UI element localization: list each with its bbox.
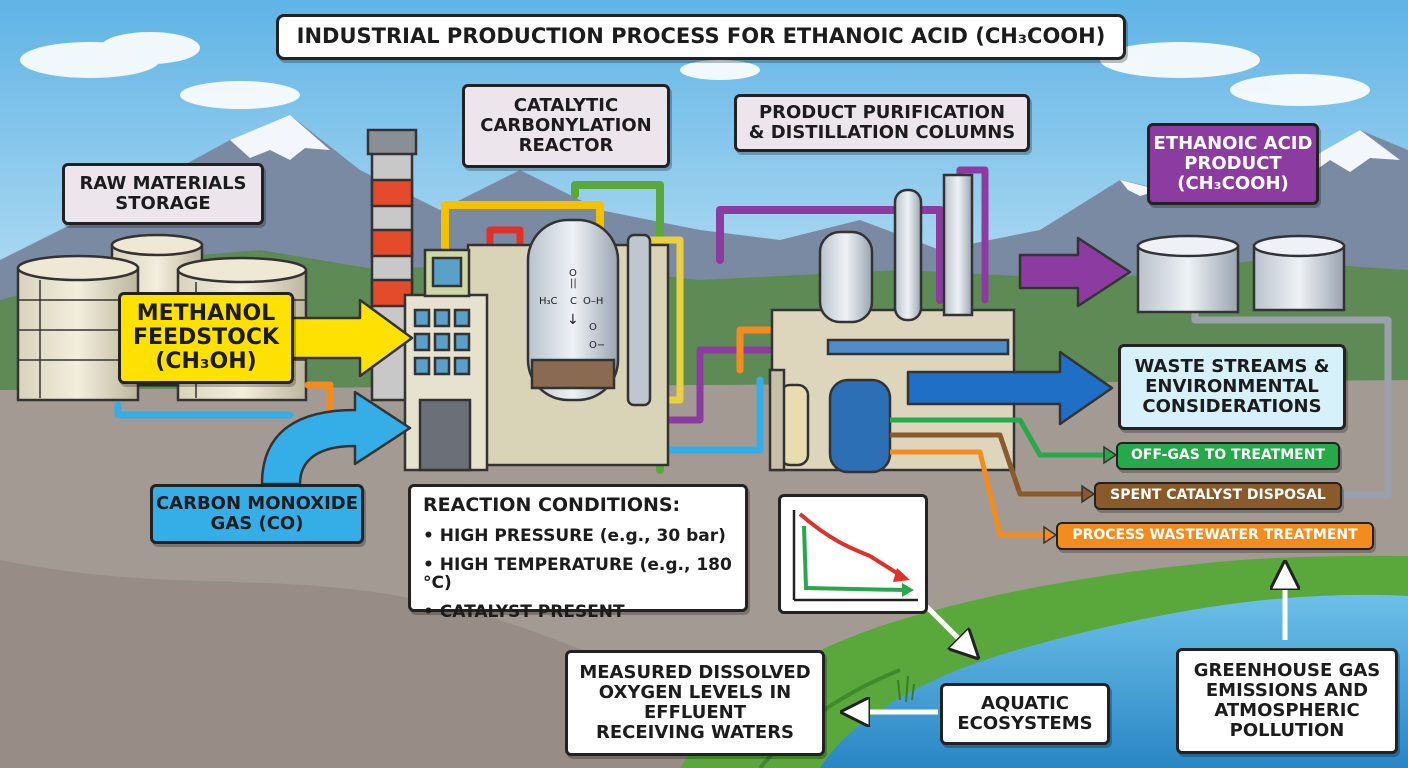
product-tanks [1136,234,1346,314]
molecule-o-minus: O− [589,340,606,351]
waste-lines [890,417,1106,538]
raw-materials-label: RAW MATERIALS STORAGE [62,163,264,225]
molecule-c: C [570,296,577,307]
dissolved-oxygen-line-1: MEASURED DISSOLVED [579,662,811,684]
purification-line-1: PRODUCT PURIFICATION [758,102,1006,124]
condition-catalyst: • CATALYST PRESENT [423,601,625,622]
product-line-1: ETHANOIC ACID [1153,133,1313,155]
greenhouse-gas-label: GREENHOUSE GAS EMISSIONS AND ATMOSPHERIC… [1176,648,1398,754]
clouds [20,32,1370,109]
molecule-h3c: H₃C [539,296,558,307]
off-gas-label: OFF-GAS TO TREATMENT [1116,442,1340,470]
reactor-line-3: REACTOR [518,134,614,156]
molecule-o-bottom: O [589,322,597,333]
product-line-3: (CH₃COOH) [1177,172,1289,194]
greenhouse-line-2: EMISSIONS AND [1205,680,1369,702]
reactor-line-2: CARBONYLATION [480,115,652,137]
reactor-label: CATALYTIC CARBONYLATION REACTOR [462,84,670,168]
dissolved-oxygen-line-3: EFFLUENT [644,702,746,723]
product-arrow [1018,236,1132,308]
condition-temperature: • HIGH TEMPERATURE (e.g., 180 °C) [423,554,732,594]
product-label: ETHANOIC ACID PRODUCT (CH₃COOH) [1147,123,1319,205]
carbon-monoxide-line-2: GAS (CO) [210,513,304,534]
waste-streams-label: WASTE STREAMS & ENVIRONMENTAL CONSIDERAT… [1118,344,1346,430]
reactor-vessel [526,218,652,407]
molecule-o-top: O [569,268,577,279]
greenhouse-line-4: POLLUTION [1229,719,1345,741]
spent-catalyst-text: SPENT CATALYST DISPOSAL [1110,487,1326,504]
reeds [897,675,915,703]
dissolved-oxygen-line-4: RECEIVING WATERS [595,721,795,743]
greenhouse-line-1: GREENHOUSE GAS [1193,660,1381,682]
purification-label: PRODUCT PURIFICATION & DISTILLATION COLU… [734,94,1030,152]
waste-line-heads [1043,445,1118,545]
raw-materials-line-1: RAW MATERIALS [79,173,247,195]
purification-line-2: & DISTILLATION COLUMNS [748,122,1016,143]
wastewater-text: PROCESS WASTEWATER TREATMENT [1072,527,1358,544]
dissolved-oxygen-label: MEASURED DISSOLVED OXYGEN LEVELS IN EFFL… [565,650,825,756]
title-text: INDUSTRIAL PRODUCTION PROCESS FOR ETHANO… [296,24,1106,49]
methanol-feedstock-label: METHANOL FEEDSTOCK (CH₃OH) [118,292,294,384]
reaction-conditions-panel: REACTION CONDITIONS: • HIGH PRESSURE (e.… [408,484,748,621]
waste-arrow [906,350,1114,426]
flow-arrows [260,236,1132,486]
carbon-monoxide-label: CARBON MONOXIDE GAS (CO) [150,484,364,544]
off-gas-text: OFF-GAS TO TREATMENT [1131,447,1325,464]
carbon-monoxide-line-1: CARBON MONOXIDE [155,493,359,515]
dissolved-oxygen-line-2: OXYGEN LEVELS IN [598,682,792,704]
methanol-line-3: (CH₃OH) [155,349,257,375]
methanol-line-2: FEEDSTOCK [132,324,280,350]
waste-streams-line-1: WASTE STREAMS & [1134,356,1330,378]
reaction-conditions-title: REACTION CONDITIONS: [423,494,681,516]
waste-streams-line-3: CONSIDERATIONS [1142,395,1322,417]
raw-materials-line-2: STORAGE [115,193,211,214]
molecule-double-bond: || [570,278,577,289]
aquatic-line-1: AQUATIC [980,693,1069,715]
methanol-line-1: METHANOL [136,300,276,326]
waste-streams-line-2: ENVIRONMENTAL [1145,376,1319,398]
condition-pressure: • HIGH PRESSURE (e.g., 30 bar) [423,525,726,546]
molecule-arrow: ↓ [567,312,579,328]
greenhouse-line-3: ATMOSPHERIC [1214,700,1360,721]
molecule-oh: O–H [583,296,604,307]
product-line-2: PRODUCT [1184,153,1282,175]
wastewater-label: PROCESS WASTEWATER TREATMENT [1056,522,1374,550]
molecule-diagram: O || H₃C C O–H ↓ O O− [535,264,615,364]
spent-catalyst-label: SPENT CATALYST DISPOSAL [1094,482,1342,510]
carbon-monoxide-arrow [260,390,412,486]
reactor-line-1: CATALYTIC [513,95,619,117]
chart-overlay [792,510,918,602]
connector-arrows [850,570,1285,712]
aquatic-ecosystems-label: AQUATIC ECOSYSTEMS [940,683,1110,745]
aquatic-line-2: ECOSYSTEMS [957,713,1093,734]
page-title: INDUSTRIAL PRODUCTION PROCESS FOR ETHANO… [276,14,1126,60]
methanol-arrow [290,298,414,378]
